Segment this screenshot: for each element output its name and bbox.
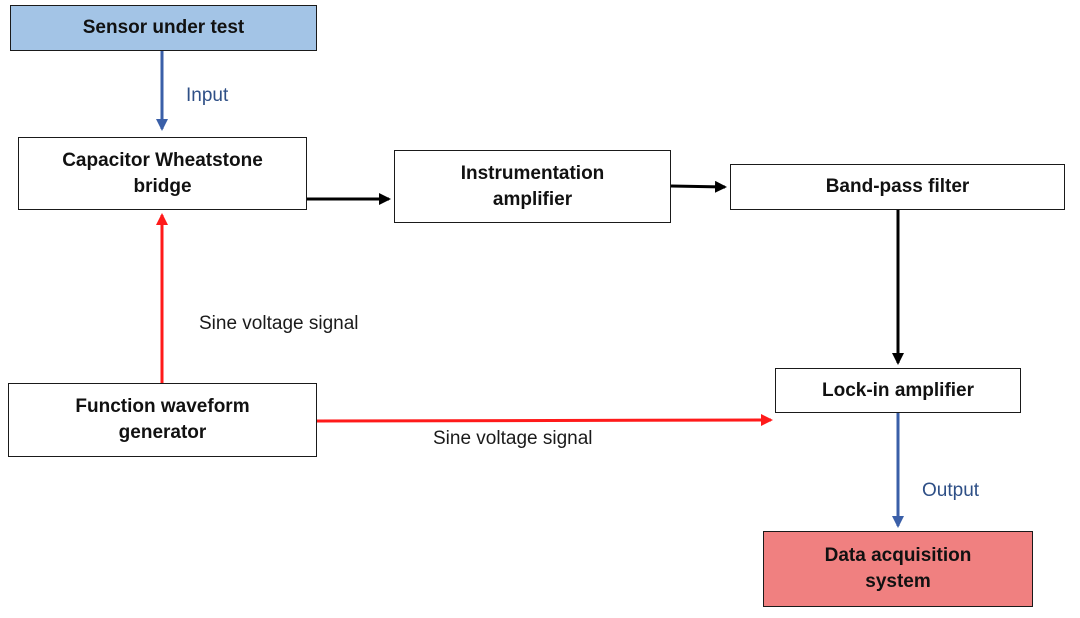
sensor-under-test-label: Sensor under test	[82, 17, 245, 38]
input-label: Input	[186, 85, 229, 106]
lock-in-amplifier-label: Lock-in amplifier	[821, 379, 975, 401]
function-waveform-generator-block: Function waveform generator	[8, 383, 317, 457]
band-pass-filter-label: Band-pass filter	[825, 176, 970, 197]
function-waveform-generator-label: Function waveform generator	[75, 396, 250, 443]
band-pass-filter-block: Band-pass filter	[730, 164, 1065, 210]
output-label: Output	[922, 480, 980, 501]
data-acquisition-system-block: Data acquisition system	[763, 531, 1033, 607]
sensor-under-test-block: Sensor under test	[10, 5, 317, 51]
instrumentation-amplifier-block: Instrumentation amplifier	[394, 150, 671, 223]
capacitor-wheatstone-bridge-label: Capacitor Wheatstone bridge	[62, 149, 263, 197]
sine-voltage-signal-label-horizontal: Sine voltage signal	[433, 428, 593, 449]
instrumentation-amplifier-label: Instrumentation amplifier	[460, 162, 605, 210]
arrow-generator-to-lockin	[316, 414, 773, 427]
lock-in-amplifier-block: Lock-in amplifier	[775, 368, 1021, 413]
sine-voltage-signal-label-vertical: Sine voltage signal	[199, 313, 359, 334]
capacitor-wheatstone-bridge-block: Capacitor Wheatstone bridge	[18, 137, 307, 210]
arrow-inst-amp-to-bandpass	[670, 180, 727, 193]
data-acquisition-system-label: Data acquisition system	[824, 545, 972, 592]
